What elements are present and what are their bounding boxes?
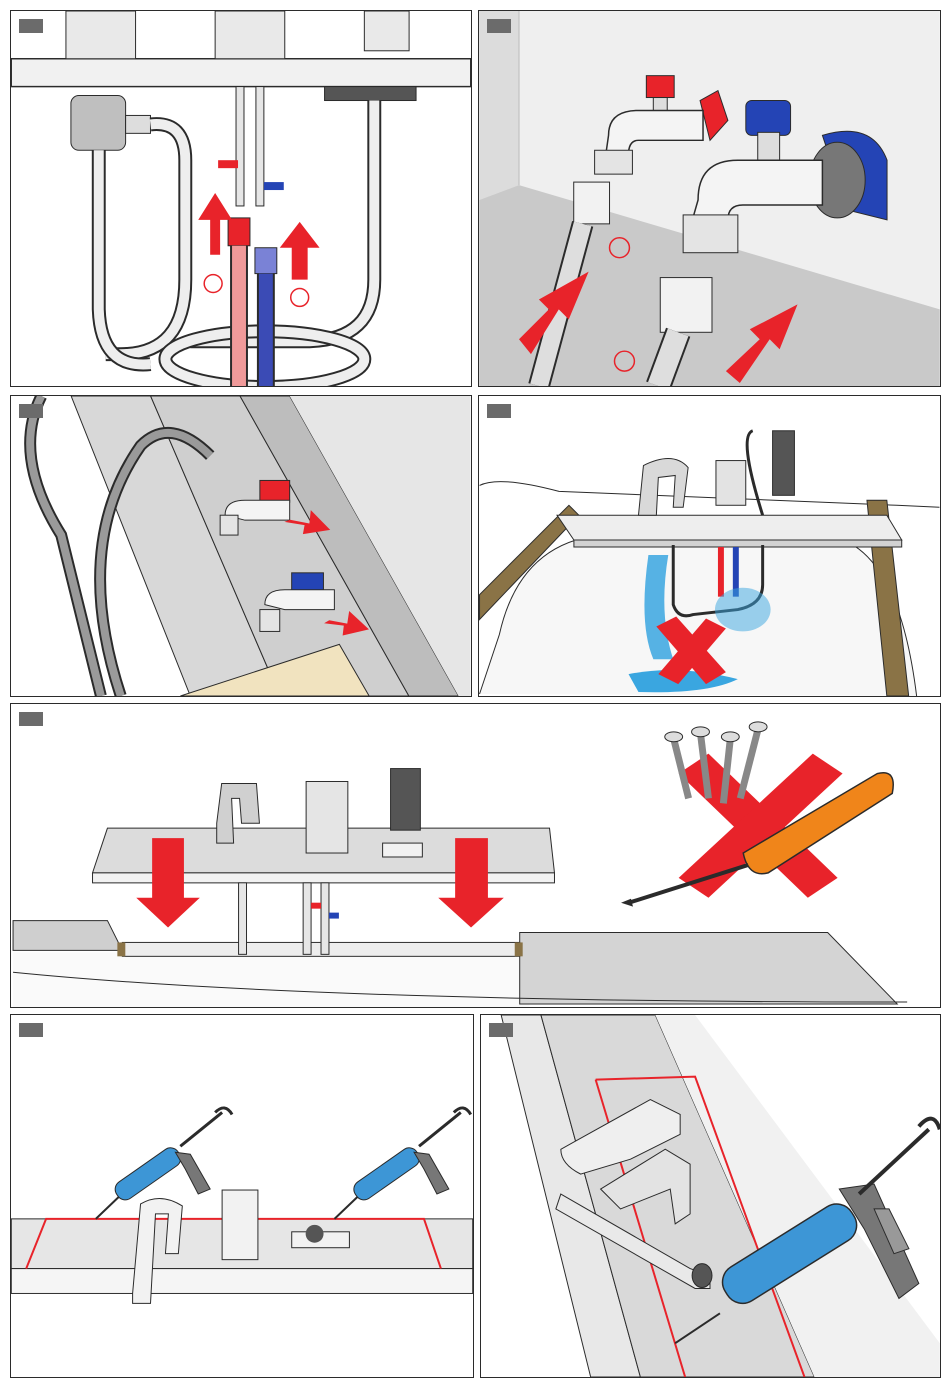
step-6-panel <box>10 1014 474 1378</box>
step-badge <box>19 404 43 418</box>
step-6-illustration <box>11 1015 473 1377</box>
step-badge <box>487 19 511 33</box>
step-7-illustration <box>481 1015 940 1377</box>
step-1-illustration <box>11 11 471 386</box>
hot-hose-icon <box>228 218 250 386</box>
step-7-panel <box>480 1014 941 1378</box>
step-1-panel <box>10 10 472 387</box>
step-4-panel <box>478 395 941 697</box>
step-5-panel <box>10 703 941 1008</box>
step-3-panel <box>10 395 472 697</box>
step-2-panel <box>478 10 941 387</box>
cold-hose-icon <box>255 248 277 386</box>
step-badge <box>19 1023 43 1037</box>
step-2-illustration <box>479 11 940 386</box>
step-badge <box>487 404 511 418</box>
step-badge <box>19 19 43 33</box>
step-badge <box>19 712 43 726</box>
step-badge <box>489 1023 513 1037</box>
step-5-illustration <box>11 704 940 1007</box>
step-3-illustration <box>11 396 471 696</box>
step-4-illustration <box>479 396 940 696</box>
